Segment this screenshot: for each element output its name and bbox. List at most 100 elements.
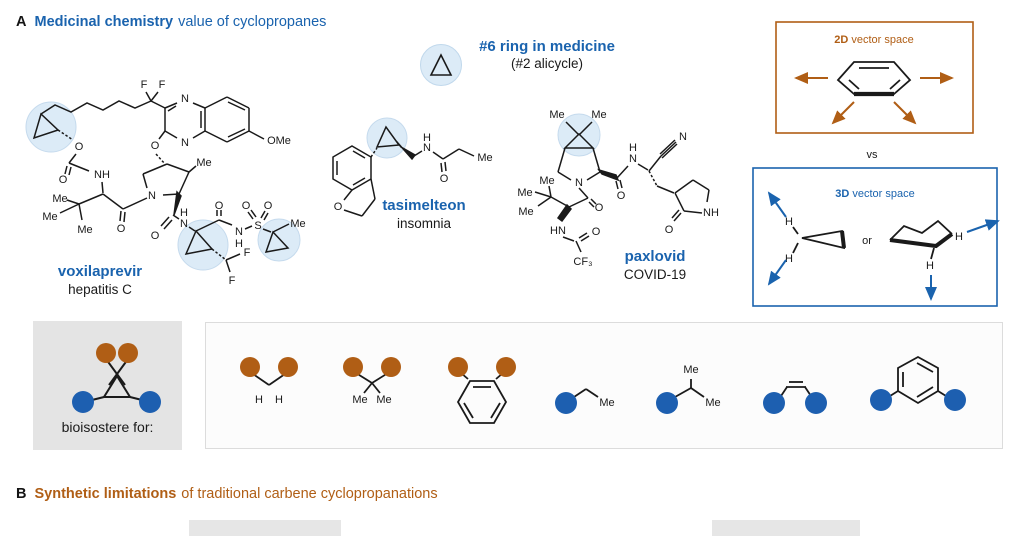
voxilaprevir-structure: F F N N OMe O O O NH Me Me Me O N Me O H… <box>25 79 306 287</box>
atom-label: HN <box>550 225 566 237</box>
tasimelteon-structure: O H N O Me <box>332 117 493 217</box>
tasimelteon-caption: tasimelteon insomnia <box>364 197 484 233</box>
atom-label: N <box>423 142 431 154</box>
bioisostere-caption: bioisostere for: <box>61 419 154 435</box>
atom-label: N <box>679 131 687 143</box>
badge-subtitle: (#2 alicycle) <box>510 56 584 71</box>
fragments-box: H H Me Me <box>205 322 1003 449</box>
fragments-diagram: H H Me Me <box>240 355 966 424</box>
blue-vector-dot <box>805 392 827 414</box>
orange-vector-dot <box>343 357 363 377</box>
orange-vector-dot <box>118 343 138 363</box>
vector-2d-title-rest: vector space <box>848 34 913 46</box>
fragment-ethyl: Me <box>555 388 615 414</box>
blue-vector-dot <box>944 389 966 411</box>
paxlovid-structure: Me Me N O Me Me Me HN O CF₃ H N N O O NH <box>517 109 719 268</box>
atom-label: CF₃ <box>573 256 592 268</box>
paxlovid-caption: paxlovid COVID-19 <box>595 248 715 284</box>
blue-vector-dot <box>870 389 892 411</box>
atom-label: O <box>334 201 343 213</box>
me-label: Me <box>352 394 367 406</box>
panel-b-gray-box-left <box>189 520 341 536</box>
atom-label: S <box>254 220 261 232</box>
atom-label: Me <box>77 224 92 236</box>
panel-b-title-strong: Synthetic limitations <box>34 486 177 502</box>
atom-label: F <box>244 247 251 259</box>
cyclopropane-triangle-icon <box>429 53 453 76</box>
h-label: H <box>785 216 793 228</box>
atom-label: N <box>181 137 189 149</box>
cyclohexane-3d <box>889 219 954 260</box>
atom-label: O <box>665 224 674 236</box>
vector-2d-title: 2D vector space <box>834 34 913 46</box>
atom-label: N <box>629 153 637 165</box>
bioisostere-diagram <box>72 343 161 413</box>
atom-labels: F F N N OMe O O O NH Me Me Me O N Me O H… <box>42 79 305 287</box>
atom-label: H <box>180 207 188 219</box>
blue-vector-dot <box>763 392 785 414</box>
atom-label: Me <box>518 206 533 218</box>
panel-a-label: A <box>16 14 27 30</box>
fragment-meta-phenylene <box>870 355 966 411</box>
cyclopropane-highlights <box>25 101 301 271</box>
drug-indication: hepatitis C <box>68 281 132 297</box>
blue-vector-dot <box>555 392 577 414</box>
fragment-cis-alkene <box>763 381 827 414</box>
bonds <box>674 379 705 398</box>
atom-label: Me <box>42 211 57 223</box>
atom-label: O <box>59 174 68 186</box>
h-label: H <box>255 394 263 406</box>
atom-label: N <box>235 226 243 238</box>
bonds <box>534 121 710 253</box>
atom-label: N <box>148 190 156 202</box>
badge-title: #6 ring in medicine <box>479 38 615 55</box>
vector-2d-title-strong: 2D <box>834 34 848 46</box>
atom-label: Me <box>477 152 492 164</box>
vector-3d-title: 3D vector space <box>835 188 914 200</box>
atom-label: Me <box>52 193 67 205</box>
panel-a-title-rest: value of cyclopropanes <box>178 14 327 30</box>
atom-label: F <box>229 275 236 287</box>
me-label: Me <box>683 364 698 376</box>
bonds <box>332 125 475 217</box>
benzene-2d <box>836 61 912 97</box>
fragment-ortho-phenylene <box>448 357 516 424</box>
atom-label: Me <box>591 109 606 121</box>
atom-label: Me <box>196 157 211 169</box>
h-label: H <box>785 253 793 265</box>
atom-label: Me <box>290 218 305 230</box>
atom-label: O <box>440 173 449 185</box>
atom-label: Me <box>549 109 564 121</box>
fragment-methylene: H H <box>240 357 298 406</box>
atom-label: O <box>215 200 224 212</box>
panel-b-label: B <box>16 486 27 502</box>
bonds <box>780 381 812 397</box>
panel-b-title-rest: of traditional carbene cyclopropanations <box>181 486 438 502</box>
h-label: H <box>275 394 283 406</box>
bonds <box>32 91 290 273</box>
atom-label: N <box>181 93 189 105</box>
drug-indication: insomnia <box>396 215 452 231</box>
bonds <box>91 358 143 401</box>
atom-label: F <box>141 79 148 91</box>
vector-space-comparison: 2D vector space vs 3D vector space H H o… <box>752 21 1000 307</box>
me-label: Me <box>599 397 614 409</box>
blue-vector-dot <box>656 392 678 414</box>
drug-name: voxilaprevir <box>57 263 143 280</box>
me-label: Me <box>376 394 391 406</box>
atom-label: H <box>235 238 243 250</box>
fragment-isopropyl: Me Me <box>656 364 721 414</box>
atom-label: N <box>180 218 188 230</box>
atom-label: F <box>159 79 166 91</box>
orange-vector-dot <box>96 343 116 363</box>
atom-label: O <box>151 230 160 242</box>
h-label: H <box>955 231 963 243</box>
voxilaprevir-caption: voxilaprevir hepatitis C <box>40 263 160 299</box>
atom-labels: Me Me N O Me Me Me HN O CF₃ H N N O O NH <box>517 109 719 268</box>
vector-3d-arrows <box>767 191 1000 301</box>
atom-label: O <box>75 141 84 153</box>
panel-b-gray-box-right <box>712 520 860 536</box>
bonds <box>573 388 599 398</box>
